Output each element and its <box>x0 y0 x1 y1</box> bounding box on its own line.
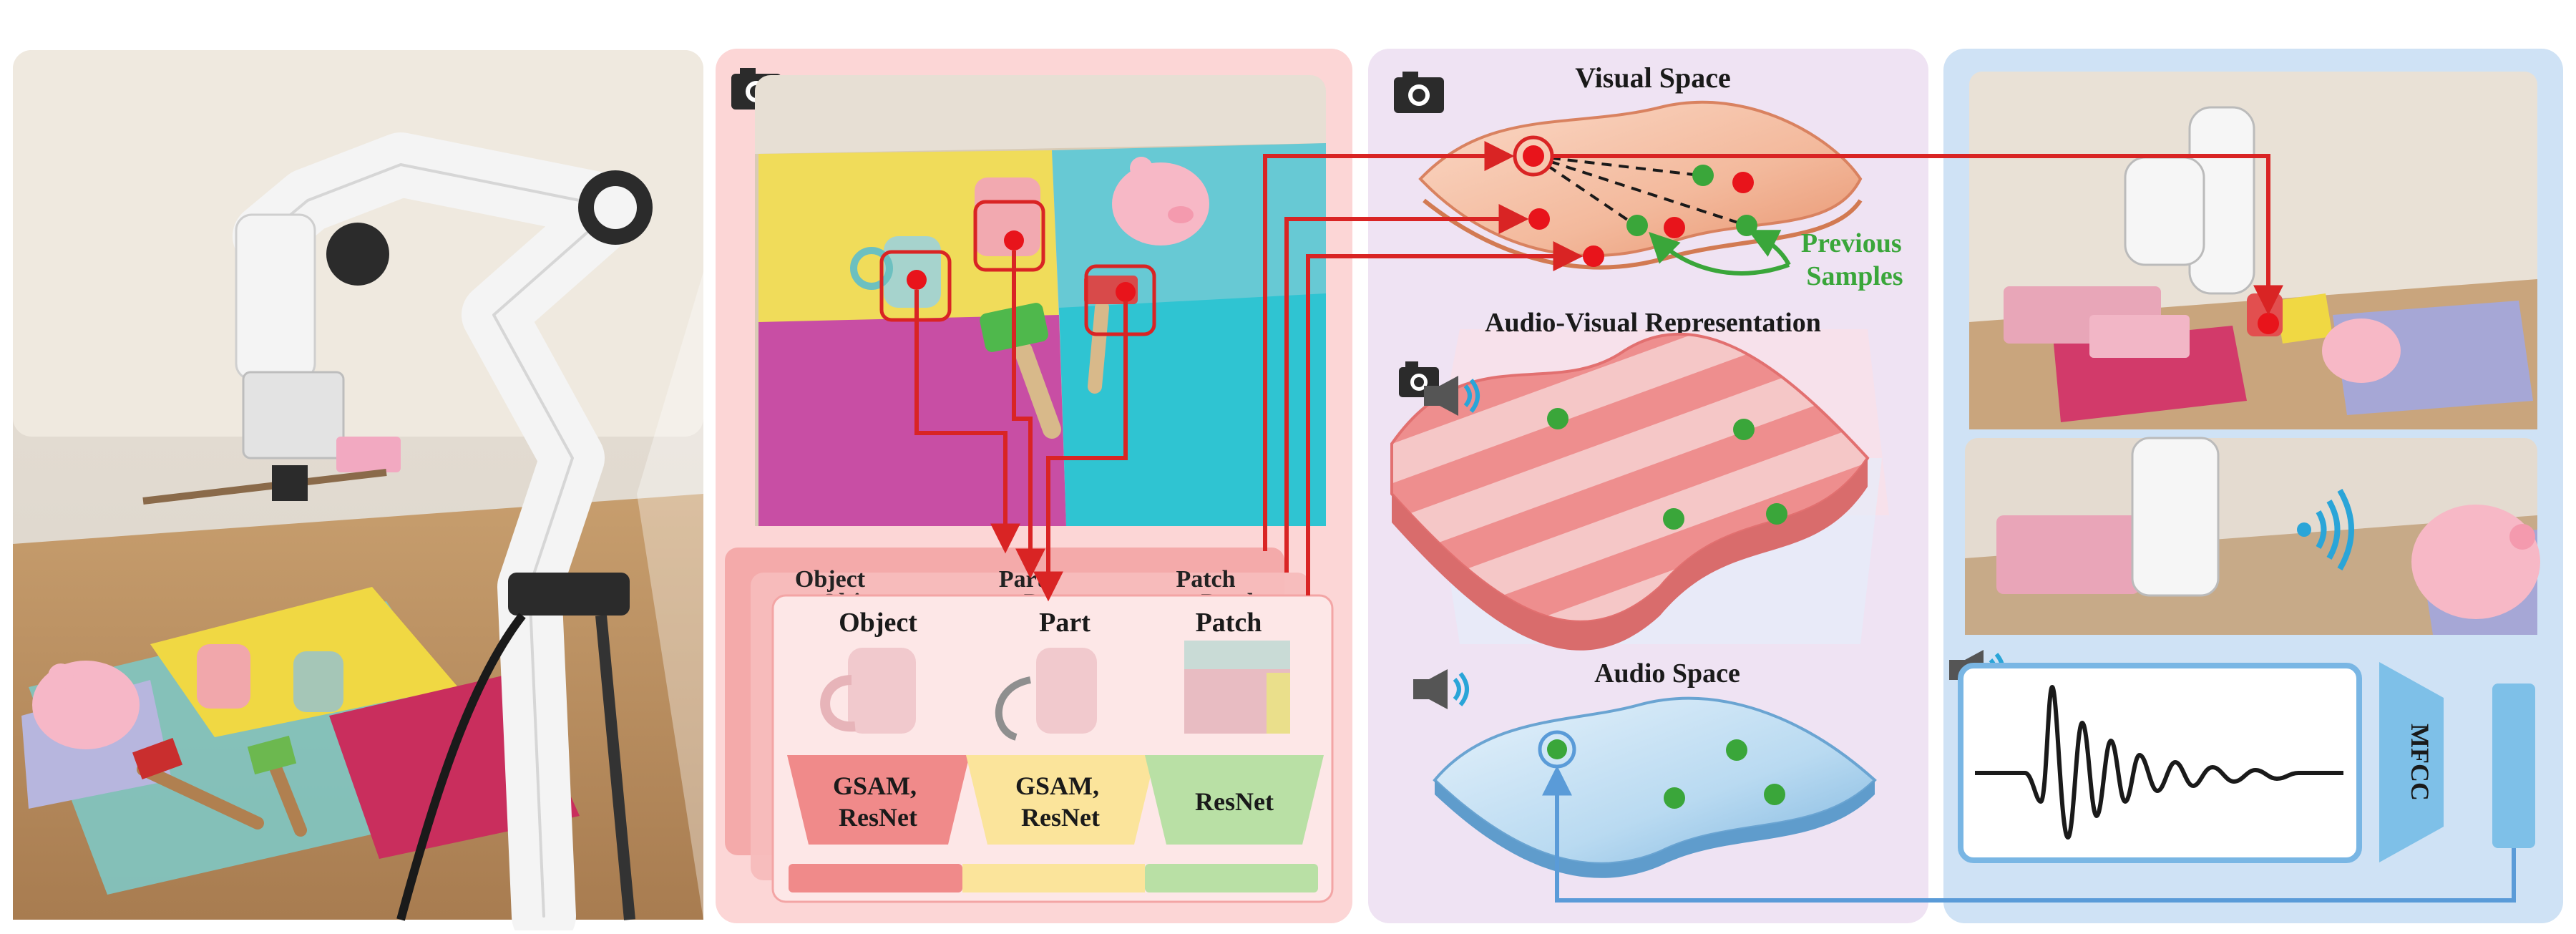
mfcc-encoder: MFCC <box>2379 662 2535 862</box>
tier-label-part: Part <box>1039 608 1091 638</box>
visual-query-arrows <box>1263 141 2283 595</box>
encoder-part: GSAM, ResNet <box>1015 772 1106 832</box>
patch-crop <box>1184 641 1290 734</box>
feature-extraction-panel: Object Part Patch Object Part Patch Obje… <box>716 49 1352 923</box>
robot-probe-photo <box>1969 72 2537 429</box>
tier-label-object: Object <box>839 608 917 638</box>
mfcc-label: MFCC <box>2406 724 2434 801</box>
sound-wave-icon <box>2297 488 2354 571</box>
ghost-label-patch: Patch <box>1176 566 1235 593</box>
encoder-patch: ResNet <box>1195 787 1274 816</box>
audio-feedback-arrow <box>1542 765 2516 903</box>
scene-photo <box>755 75 1326 526</box>
object-mug-crop <box>820 648 916 734</box>
execution-panel: MFCC <box>1943 49 2563 923</box>
visual-space-title: Visual Space <box>1575 62 1730 94</box>
previous-samples-line2: Samples <box>1806 261 1903 291</box>
representation-panel: Visual Space Previous Samples Audio-Visu… <box>1368 49 1928 923</box>
audio-waveform <box>1958 663 2362 863</box>
part-mug-crop <box>995 648 1097 741</box>
speaker-icon <box>1424 376 1480 416</box>
robot-strike-photo <box>1965 437 2540 635</box>
tier-label-patch: Patch <box>1196 608 1262 638</box>
feature-card-stack: Object Part Patch Object Part Patch Obje… <box>725 548 1334 903</box>
robot-setup-photo <box>13 50 703 934</box>
audio-visual-title: Audio-Visual Representation <box>1485 308 1821 338</box>
encoder-object-line2: ResNet <box>839 803 917 832</box>
audio-visual-surface <box>1390 332 1870 651</box>
encoder-object-line1: GSAM, <box>833 772 917 800</box>
camera-icon <box>1394 72 1444 113</box>
encoder-object: GSAM, ResNet <box>833 772 923 832</box>
speaker-icon <box>1413 669 1469 709</box>
audio-space-title: Audio Space <box>1594 658 1740 689</box>
encoder-part-line2: ResNet <box>1021 803 1100 832</box>
previous-samples-label: Previous Samples <box>1801 228 1908 291</box>
audio-space-surface <box>1433 696 1877 878</box>
encoder-part-line1: GSAM, <box>1015 772 1099 800</box>
previous-samples-line1: Previous <box>1801 228 1902 258</box>
ghost-label-object: Object <box>795 566 866 593</box>
